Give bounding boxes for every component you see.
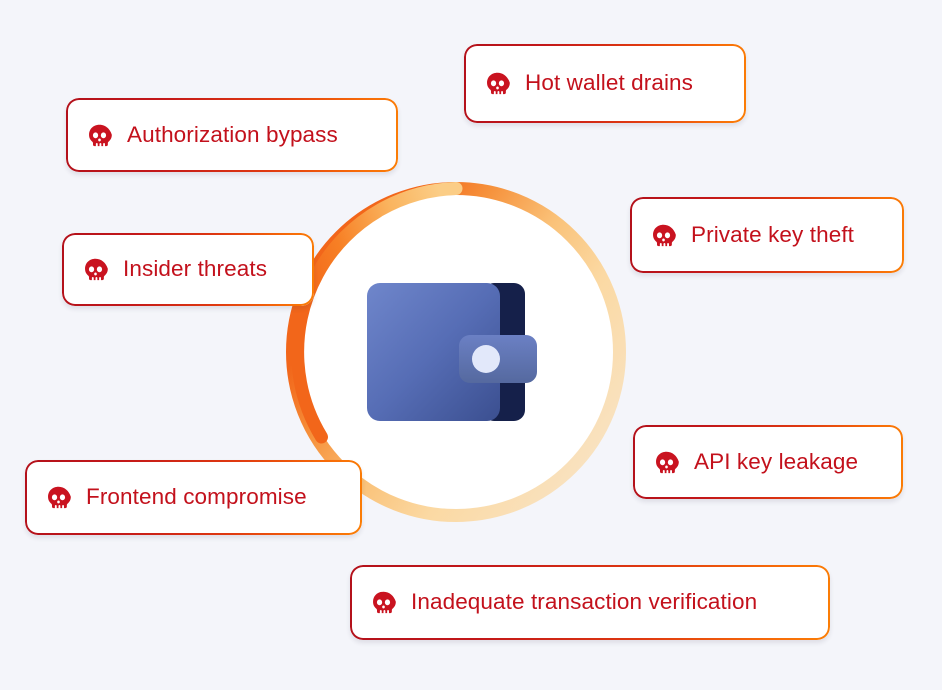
threat-chip-inadequate-transaction-verification[interactable]: Inadequate transaction verification: [350, 565, 830, 640]
threat-label: Hot wallet drains: [525, 70, 694, 96]
wallet-hub: [286, 182, 626, 522]
threat-label: API key leakage: [694, 448, 859, 474]
skull-icon: [653, 224, 676, 246]
threat-chip-hot-wallet-drains[interactable]: Hot wallet drains: [464, 44, 746, 123]
skull-icon: [89, 124, 112, 146]
wallet-icon: [367, 283, 537, 421]
skull-icon: [487, 72, 510, 95]
skull-icon: [85, 258, 108, 281]
threat-label: Authorization bypass: [127, 121, 338, 147]
threat-label: Frontend compromise: [86, 484, 307, 510]
threat-label: Insider threats: [123, 256, 268, 282]
threat-chip-frontend-compromise[interactable]: Frontend compromise: [25, 460, 362, 535]
skull-icon: [48, 486, 71, 509]
threat-chip-private-key-theft[interactable]: Private key theft: [630, 197, 904, 273]
threat-label: Private key theft: [691, 221, 855, 247]
threat-chip-authorization-bypass[interactable]: Authorization bypass: [66, 98, 398, 172]
threat-label: Inadequate transaction verification: [411, 589, 758, 615]
threat-chip-api-key-leakage[interactable]: API key leakage: [633, 425, 903, 499]
skull-icon: [373, 591, 396, 614]
skull-icon: [656, 451, 679, 473]
threat-chip-insider-threats[interactable]: Insider threats: [62, 233, 314, 306]
